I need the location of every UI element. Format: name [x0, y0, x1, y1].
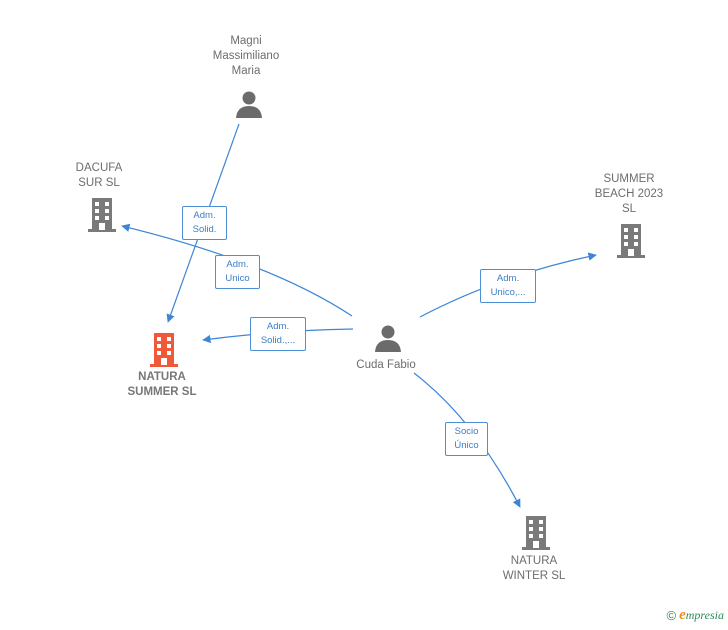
node-label-cuda[interactable]: Cuda Fabio [356, 359, 416, 371]
node-label-natura-winter[interactable]: NATURA WINTER SL [502, 555, 566, 582]
person-icon-cuda[interactable] [373, 323, 403, 353]
node-label-summer-beach[interactable]: SUMMER BEACH 2023 SL [594, 173, 664, 215]
brand-wordmark: empresia [679, 607, 724, 623]
building-icon-summer-beach[interactable] [615, 222, 647, 258]
building-icon-natura-summer[interactable] [148, 331, 180, 367]
edge-label-cuda-dacufa: Adm. Unico [215, 255, 260, 289]
copyright-symbol: © [666, 608, 677, 623]
node-label-magni[interactable]: Magni Massimiliano Maria [212, 35, 280, 77]
person-icon-magni[interactable] [234, 89, 264, 119]
building-icon-dacufa[interactable] [86, 196, 118, 232]
node-label-dacufa[interactable]: DACUFA SUR SL [75, 162, 123, 189]
building-icon-natura-winter[interactable] [520, 514, 552, 550]
node-label-natura-summer[interactable]: NATURA SUMMER SL [127, 371, 197, 398]
edge-label-cuda-natura-summer: Adm. Solid.,... [250, 317, 306, 351]
brand-logo[interactable]: © empresia [667, 607, 725, 624]
edge-label-cuda-summer-beach: Adm. Unico,... [480, 269, 536, 303]
edge-label-cuda-natura-winter: Socio Único [445, 422, 488, 456]
edge-label-magni-natura-summer: Adm. Solid. [182, 206, 227, 240]
